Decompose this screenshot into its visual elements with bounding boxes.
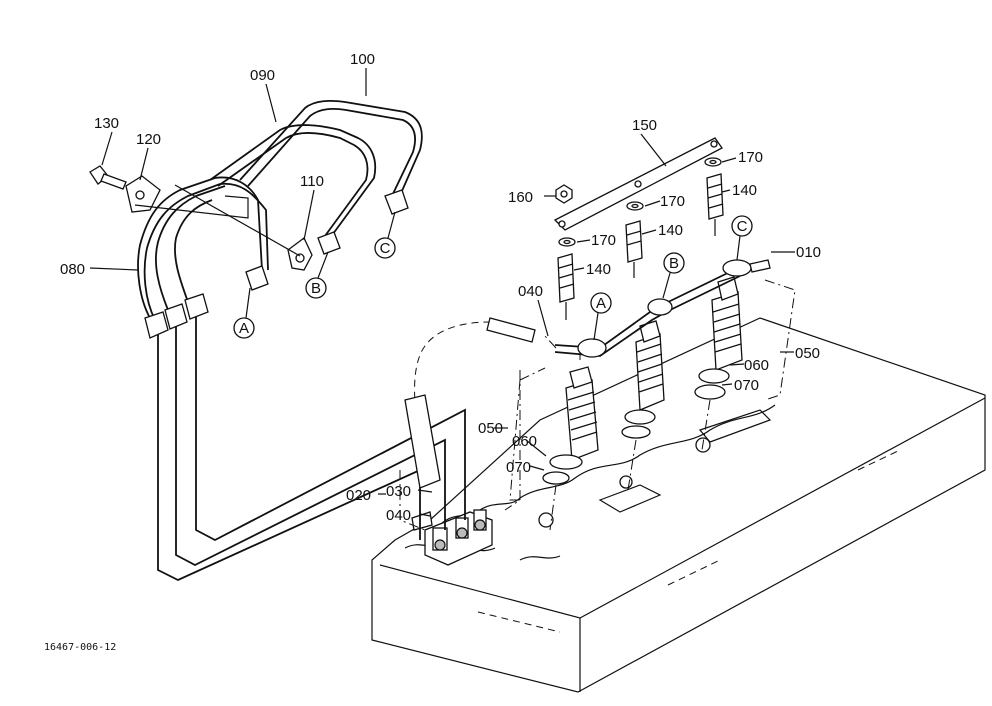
label-050-right: 050 [795,345,820,362]
label-170-right: 170 [738,149,763,166]
label-130: 130 [94,115,119,132]
label-140-middle: 140 [658,222,683,239]
clamp-110 [174,184,313,271]
label-060-left: 060 [512,433,537,450]
clamp-120 [125,175,249,219]
drawing-code: 16467-006-12 [44,642,116,653]
label-140-left: 140 [586,261,611,278]
marker-c2: C [731,215,753,261]
nut-160 [555,184,573,204]
marker-a2: A [590,292,612,341]
bolt-130 [89,165,127,190]
label-090: 090 [250,67,275,84]
label-150: 150 [632,117,657,134]
svg-text:B: B [311,280,321,297]
label-120: 120 [136,131,161,148]
glow-plug-right [706,173,724,236]
label-040-top: 040 [518,283,543,300]
label-080: 080 [60,261,85,278]
label-020: 020 [346,487,371,504]
marker-b1: B [305,251,329,299]
washers-170 [558,157,722,247]
return-hose [399,317,536,531]
injector-right [694,276,743,451]
injection-pump [411,509,493,566]
svg-text:C: C [380,240,391,257]
label-060-right: 060 [744,357,769,374]
label-070-right: 070 [734,377,759,394]
engine-block [371,317,986,693]
marker-b2: B [662,252,685,299]
label-010: 010 [796,244,821,261]
label-170-middle: 170 [660,193,685,210]
pipe-a-end [245,265,269,291]
label-100: 100 [350,51,375,68]
svg-text:A: A [596,295,606,312]
marker-a1: A [233,287,255,339]
pipe-090 [209,124,377,255]
leader-lines [89,68,795,517]
bracket-050 [509,279,796,501]
pipe-set-left [137,176,269,339]
injection-pipe-080 [157,315,466,581]
label-110: 110 [300,173,324,190]
part-labels: 100 090 130 120 110 080 150 170 160 170 … [44,51,821,653]
glow-plug-middle [625,220,643,278]
injector-left [542,350,599,531]
svg-text:B: B [669,255,679,272]
label-050-left: 050 [478,420,503,437]
svg-text:A: A [239,320,249,337]
injector-middle [621,320,665,491]
bus-bar-150 [553,137,723,231]
label-040-bottom: 040 [386,507,411,524]
label-140-right: 140 [732,182,757,199]
pipe-100 [239,100,423,215]
marker-c1: C [374,211,396,259]
glow-plug-left [557,253,575,320]
svg-text:C: C [737,218,748,235]
label-070-left: 070 [506,459,531,476]
label-170-left: 170 [591,232,616,249]
leak-off-pipe-010 [544,259,771,358]
label-030: 030 [386,483,411,500]
label-160: 160 [508,189,533,206]
